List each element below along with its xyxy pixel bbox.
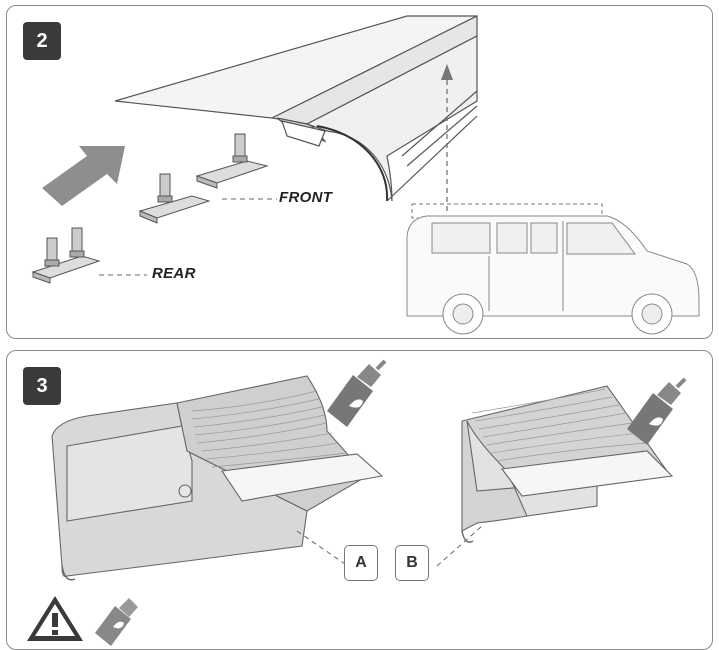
step-2-panel: 2 [6,5,713,339]
van-illustration [406,203,700,335]
front-label: FRONT [279,189,333,206]
roof-rail-profile [114,15,478,202]
step-number-badge: 2 [23,22,61,60]
step-3-panel: 3 [6,350,713,650]
sealant-tube-icon [627,377,687,445]
rail-install-illustration [31,15,700,335]
end-cap-illustration [27,359,687,646]
thick-arrow-icon [42,146,125,206]
end-cap-part-a [51,375,384,581]
end-cap-part-b [461,385,674,543]
rear-mounting-plates [31,227,101,284]
warning-triangle-icon [27,596,83,641]
a-leader-line [296,530,346,565]
front-mounting-plates [138,133,269,224]
label-b: B [395,545,429,581]
sealant-tube-icon [95,598,138,646]
sealant-tube-icon [327,359,387,427]
label-a: A [344,545,378,581]
step-number-badge: 3 [23,367,61,405]
dashed-up-arrow-icon [441,64,453,211]
b-leader-line [436,525,483,567]
rear-label: REAR [152,265,196,282]
